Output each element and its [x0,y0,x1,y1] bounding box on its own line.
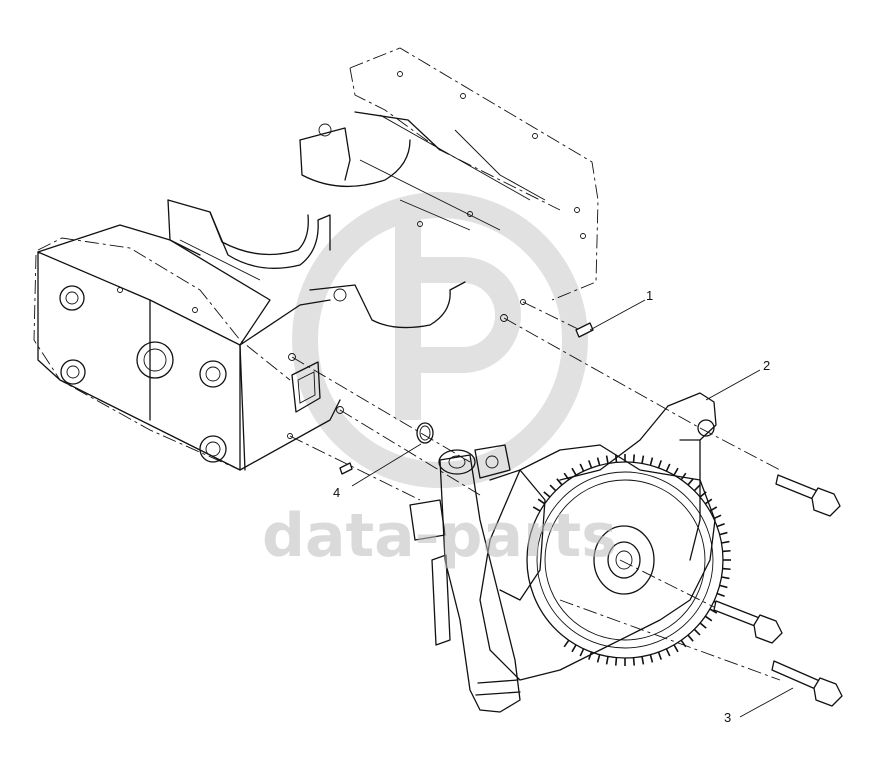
gear-tooth [716,592,725,598]
gear-tooth [596,457,601,466]
callout-2: 2 [705,358,770,401]
callout-3: 3 [724,687,794,725]
gear-tooth [649,457,654,466]
gear-tooth [632,454,636,463]
gear-tooth [563,639,570,648]
gear-tooth [704,615,713,622]
gear-tooth [680,639,687,648]
callout-3-label: 3 [724,710,731,725]
gear-tooth [587,651,593,660]
bolt-upper [775,474,841,517]
gear-tooth [665,463,671,472]
gear-tooth [532,506,541,512]
gear-tooth [709,608,718,614]
assembly-centerlines [289,301,781,681]
gear-tooth [596,654,601,663]
gear-tooth [632,657,636,666]
gear-tooth [699,622,707,629]
gear-tooth [709,506,718,512]
callout-1-label: 1 [646,288,653,303]
gear-tooth [719,584,728,589]
gear-tooth [543,491,551,498]
gear-tooth [579,463,585,472]
gear-tooth [579,648,585,657]
gear-tooth [721,576,730,580]
gear-tooth [680,472,687,481]
small-pin [339,462,353,475]
gear-tooth [704,498,713,505]
gear-tooth [563,472,570,481]
gear-tooth [571,467,577,476]
gear-tooth [665,648,671,657]
gear-tooth [713,514,722,520]
callout-4: 4 [333,443,422,500]
dowel-pin [575,322,594,338]
gear-tooth [687,634,694,642]
gear-tooth [657,651,663,660]
gear-tooth [549,484,557,492]
o-ring [416,422,434,444]
gear-tooth [693,484,701,492]
gear-tooth [716,522,725,528]
gear-tooth [556,478,563,486]
callout-4-label: 4 [333,485,340,500]
gear-tooth [649,654,654,663]
gear-tooth [722,567,731,571]
gear-tooth [537,498,546,505]
gear-teeth [532,454,731,666]
bolt-lower [771,660,843,707]
gear-tooth [605,455,609,464]
gear-tooth [721,540,730,544]
gear-tooth [641,455,645,464]
gear-tooth [699,491,707,498]
gear-tooth [614,657,618,666]
gear-tooth [687,478,694,486]
gear-tooth [614,454,618,463]
gear-tooth [571,644,577,653]
gear-tooth [673,644,679,653]
engine-block [33,47,599,471]
gear-tooth [657,460,663,469]
gear-tooth [587,460,593,469]
gear-tooth [673,467,679,476]
gear-tooth [719,531,728,536]
watermark-logo [292,192,588,488]
gear-tooth [641,656,645,665]
gear-tooth [605,656,609,665]
bolt-middle [713,600,783,644]
callout-2-label: 2 [763,358,770,373]
callout-1: 1 [589,288,653,331]
gear-tooth [693,628,701,636]
watermark-text: data-parts [262,501,617,571]
gear-tooth [722,549,731,553]
